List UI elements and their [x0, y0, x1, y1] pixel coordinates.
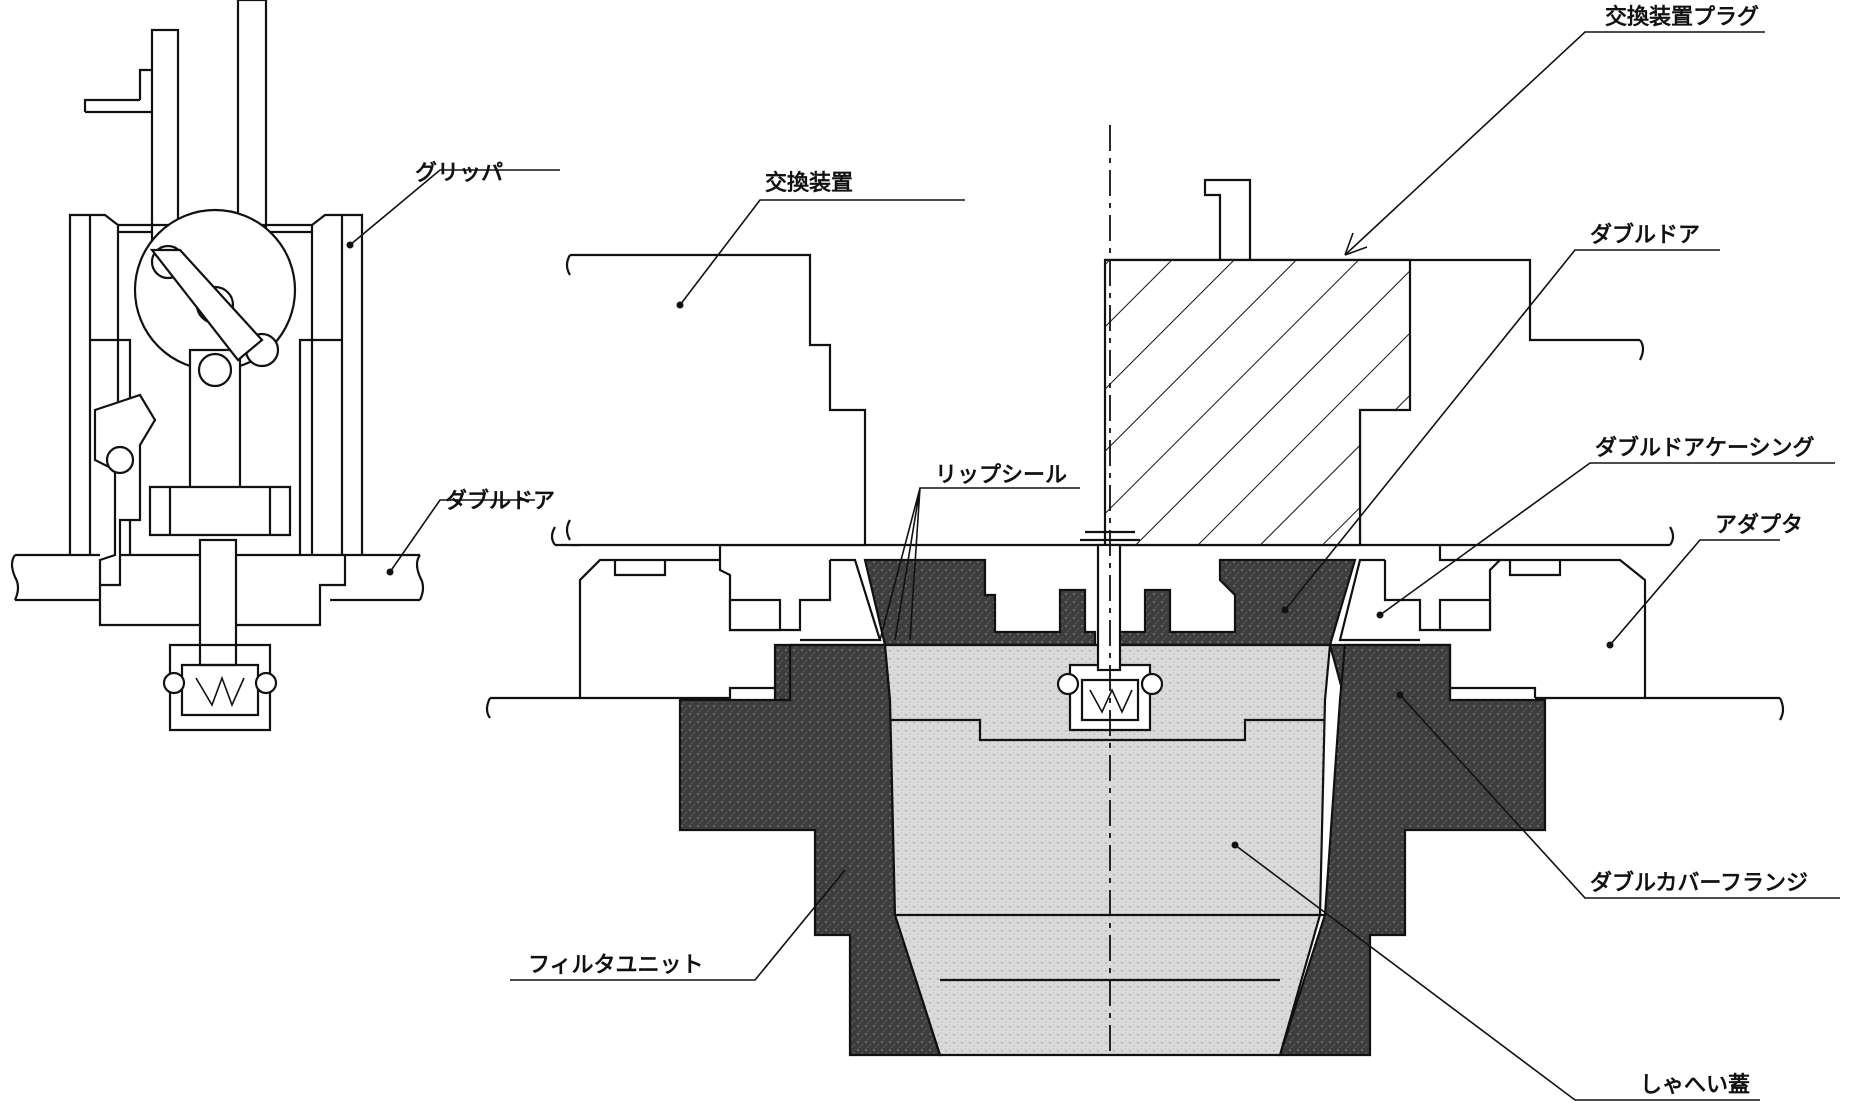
- double-cover-flange-leader-dot: [1396, 691, 1404, 699]
- adapter-pad-left: [728, 598, 782, 632]
- exchanger-right-break-mark: [1639, 339, 1645, 361]
- gripper-latch-pin: [105, 445, 135, 475]
- exchanger-left-break-marks: [565, 254, 571, 541]
- filter-unit-leader: [510, 869, 846, 981]
- center-spring-coil: [1089, 688, 1133, 714]
- adapter-floor-break-marks: [485, 697, 1785, 721]
- gripper-spring-ball-right: [254, 671, 278, 695]
- exchanger-plug-leader: [1344, 31, 1765, 256]
- exchanger-plug-arrow: [1344, 232, 1368, 256]
- gripper-crank-arm: [149, 248, 264, 362]
- exchanger-plug: [1103, 258, 1412, 547]
- double-door-right-leader: [1284, 249, 1720, 611]
- center-spring-inner: [1080, 678, 1140, 722]
- label-gripper: グリッパ: [415, 160, 503, 186]
- shielding-lid-top-step: [890, 718, 1325, 742]
- adapter-cavity-right: [1383, 559, 1562, 632]
- gripper-spring-housing: [168, 643, 272, 732]
- exchanger-plug-handle: [1203, 178, 1252, 260]
- double-door-casing-right: [1338, 558, 1420, 642]
- exchanger-leader-dot: [676, 301, 684, 309]
- adapter-cavity-left: [613, 560, 832, 632]
- gripper-door-step: [98, 555, 347, 627]
- label-filter-unit: フィルタユニット: [528, 953, 704, 978]
- center-spring-housing: [1068, 663, 1152, 732]
- adapter-pad-right: [1438, 598, 1492, 632]
- gripper-lower-block-lines: [168, 487, 272, 535]
- double-cover-flange-leader: [1399, 694, 1840, 899]
- shielding-lid: [883, 643, 1332, 1057]
- adapter-leader-dot: [1606, 641, 1614, 649]
- double-door-left-leader: [389, 499, 535, 573]
- gripper-spring-ball-left: [162, 671, 186, 695]
- main-assembly: [485, 31, 1840, 1101]
- adapter-leader: [1609, 539, 1780, 646]
- label-exchanger-plug: 交換装置プラグ: [1605, 4, 1759, 30]
- label-adapter: アダプタ: [1715, 512, 1803, 538]
- gripper-pin-4: [197, 352, 233, 388]
- label-double-cover-flange: ダブルカバーフランジ: [1590, 870, 1808, 896]
- double-door-casing-leader-dot: [1376, 611, 1384, 619]
- adapter-upper-line: [550, 526, 1675, 547]
- center-shaft: [1096, 543, 1122, 672]
- label-shielding-lid: しゃへい蓋: [1640, 1072, 1750, 1098]
- double-door-left-panel: [863, 558, 1097, 647]
- label-double-door-casing: ダブルドアケーシング: [1595, 435, 1815, 461]
- double-door-casing-leader: [1379, 462, 1835, 616]
- double-door-left-leader-dot: [386, 568, 394, 576]
- gripper-leader: [349, 169, 560, 246]
- label-lip-seal: リップシール: [935, 463, 1067, 488]
- double-door-casing-left: [800, 558, 882, 642]
- gripper-rod-bracket: [83, 68, 152, 114]
- labels: グリッパ ダブルドア 交換装置 交換装置プラグ ダブルドア リップシール ダブル…: [415, 4, 1815, 1098]
- center-spring-ball-right: [1140, 672, 1164, 696]
- double-door-right-panel: [1118, 558, 1357, 647]
- shielding-lid-leader: [1234, 844, 1760, 1101]
- exchanger-leader: [679, 199, 965, 306]
- gripper-outer-body: [68, 213, 364, 555]
- gripper-lower-block: [148, 485, 292, 537]
- gripper-leader-dot: [346, 241, 354, 249]
- center-spring-ball-left: [1056, 672, 1080, 696]
- lip-seal-leaders: [879, 487, 1080, 641]
- label-double-door-left: ダブルドア: [445, 488, 555, 514]
- adapter-body: [578, 543, 1647, 698]
- gripper-shaft: [198, 538, 238, 667]
- exchanger-left-block: [570, 253, 867, 547]
- gripper-detail: [10, 0, 560, 732]
- gripper-latch-hook: [93, 393, 157, 587]
- label-double-door-right: ダブルドア: [1590, 222, 1700, 248]
- left-floor-break-marks: [10, 554, 425, 601]
- gripper-spring-coil: [195, 675, 245, 708]
- label-exchanger: 交換装置: [765, 170, 853, 196]
- double-door-right-leader-dot: [1281, 606, 1289, 614]
- shielding-lid-leader-dot: [1231, 841, 1239, 849]
